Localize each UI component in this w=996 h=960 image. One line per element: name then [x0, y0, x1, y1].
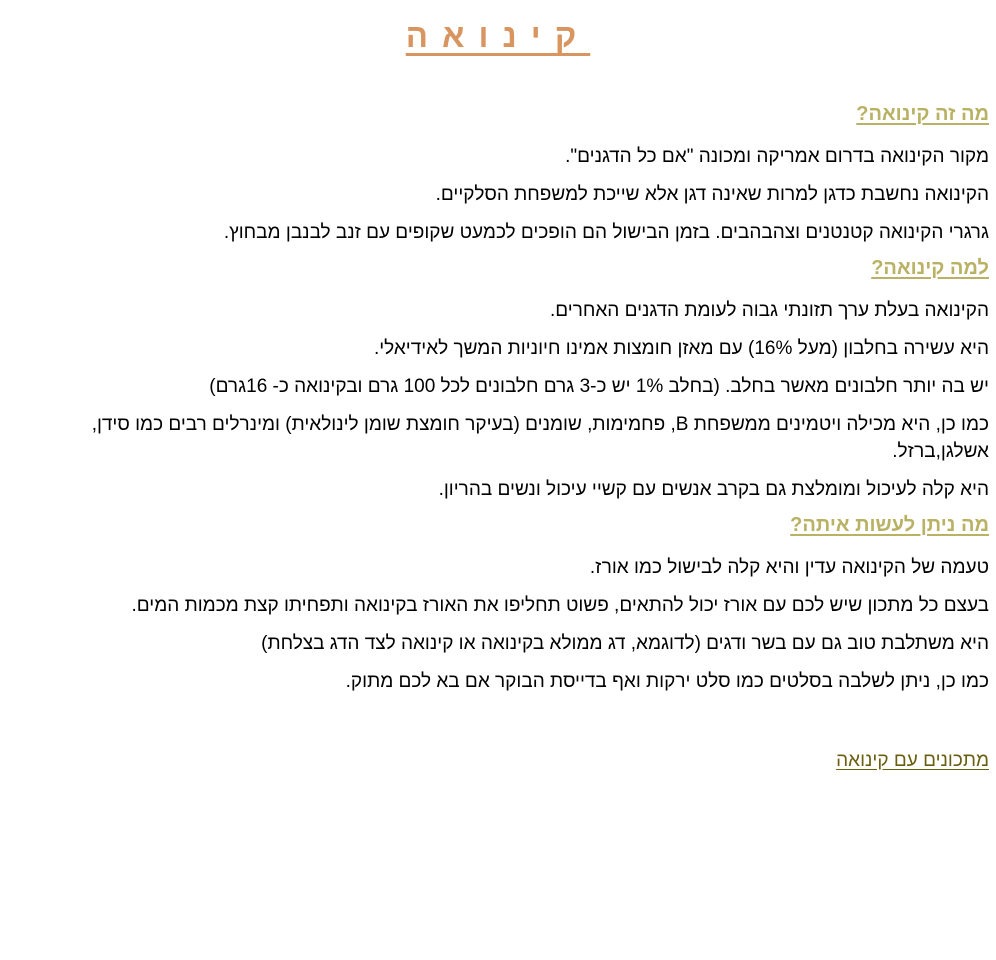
section-what-is-quinoa: מה זה קינואה? מקור הקינואה בדרום אמריקה …: [22, 103, 989, 246]
paragraph: כמו כן, היא מכילה ויטמינים ממשפחת B, פחמ…: [91, 414, 989, 462]
paragraph: הקינואה בעלת ערך תזונתי גבוה לעומת הדגני…: [549, 300, 989, 321]
section-why-quinoa: למה קינואה? הקינואה בעלת ערך תזונתי גבוה…: [22, 257, 989, 503]
section-heading: מה ניתן לעשות איתה?: [790, 514, 989, 536]
paragraph: היא עשירה בחלבון (מעל 16%) עם מאזן חומצו…: [373, 338, 989, 359]
paragraph: מקור הקינואה בדרום אמריקה ומכונה "אם כל …: [565, 146, 989, 167]
section-heading: למה קינואה?: [871, 257, 989, 279]
paragraph: גרגרי הקינואה קטנטנים וצהבהבים. בזמן הבי…: [223, 222, 989, 243]
section-what-to-do: מה ניתן לעשות איתה? טעמה של הקינואה עדין…: [22, 514, 989, 695]
paragraph: טעמה של הקינואה עדין והיא קלה לבישול כמו…: [589, 557, 989, 578]
paragraph: הקינואה נחשבת כדגן למרות שאינה דגן אלא ש…: [435, 184, 989, 205]
page-title: קינואה: [405, 17, 591, 54]
paragraph: בעצם כל מתכון שיש לכם עם אורז יכול להתאי…: [131, 595, 989, 616]
article-content: מה זה קינואה? מקור הקינואה בדרום אמריקה …: [22, 103, 989, 774]
paragraph: כמו כן, ניתן לשלבה בסלטים כמו סלט ירקות …: [345, 671, 989, 692]
paragraph: היא קלה לעיכול ומומלצת גם בקרב אנשים עם …: [438, 479, 989, 500]
paragraph: יש בה יותר חלבונים מאשר בחלב. (בחלב 1% י…: [209, 376, 989, 397]
recipes-link[interactable]: מתכונים עם קינואה: [836, 750, 989, 771]
section-heading: מה זה קינואה?: [856, 103, 989, 125]
paragraph: היא משתלבת טוב גם עם בשר ודגים (לדוגמא, …: [261, 633, 989, 654]
